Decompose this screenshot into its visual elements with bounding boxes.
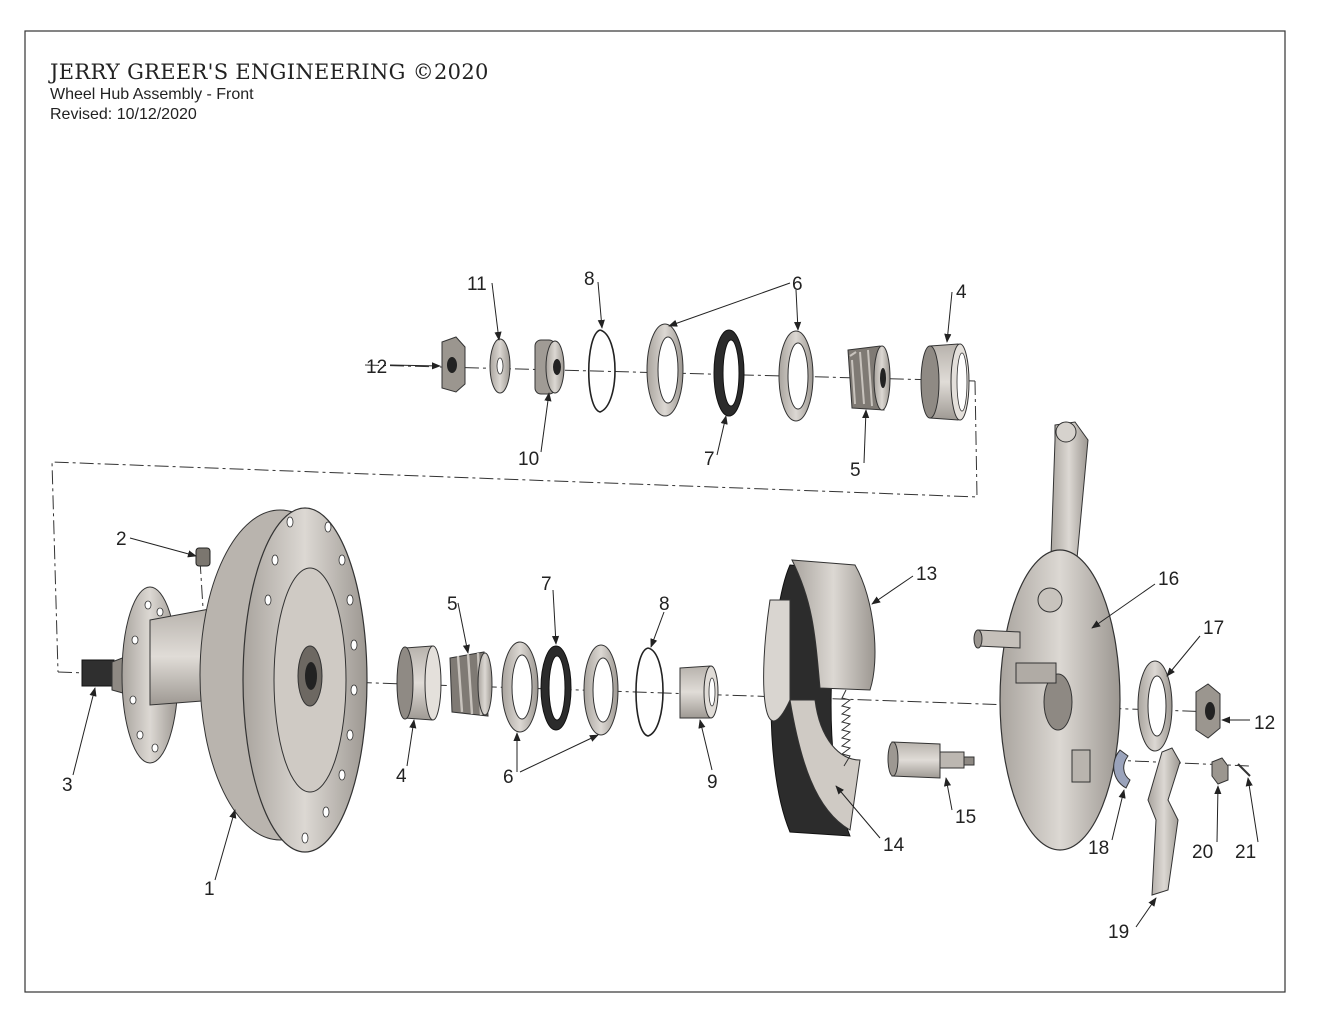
callout-8-upper: 8 xyxy=(584,269,595,290)
drawing-title: Wheel Hub Assembly - Front xyxy=(50,86,254,103)
company-title: JERRY GREER'S ENGINEERING ©2020 xyxy=(50,60,489,84)
bushing xyxy=(679,665,719,719)
hub-body xyxy=(111,507,368,853)
callout-21: 21 xyxy=(1235,842,1256,863)
brake-spring xyxy=(840,689,852,767)
brake-cam-shaft xyxy=(887,741,975,779)
callout-9: 9 xyxy=(707,772,718,793)
callout-11: 11 xyxy=(467,274,487,295)
bearing-cone-upper xyxy=(847,345,891,411)
callout-19: 19 xyxy=(1108,922,1129,943)
callout-5-lower: 5 xyxy=(447,594,458,615)
callout-17: 17 xyxy=(1203,618,1224,639)
grease-seal-upper xyxy=(713,329,745,417)
small-nut xyxy=(1211,757,1229,785)
spacer-ring-lower-1 xyxy=(501,641,539,733)
sheet-border xyxy=(24,30,1286,993)
title-block: JERRY GREER'S ENGINEERING ©2020 Wheel Hu… xyxy=(50,60,489,124)
brake-lever xyxy=(1147,747,1181,896)
spacer-ring-lower-2 xyxy=(583,644,619,736)
callout-12-lower: 12 xyxy=(1254,713,1275,734)
grease-fitting xyxy=(195,547,211,567)
retaining-clip xyxy=(1113,749,1131,789)
callout-6-upper: 6 xyxy=(792,274,803,295)
bearing-cup-upper xyxy=(920,343,970,421)
callout-6-lower: 6 xyxy=(503,767,514,788)
callout-12-upper: 12 xyxy=(366,357,387,378)
revision-date: Revised: 10/12/2020 xyxy=(50,106,197,123)
spacer-ring-upper-2 xyxy=(778,330,814,422)
brake-backing-plate xyxy=(973,421,1121,851)
callout-18: 18 xyxy=(1088,838,1109,859)
callout-1: 1 xyxy=(204,879,215,900)
lock-washer-upper xyxy=(489,338,511,394)
callout-3: 3 xyxy=(62,775,73,796)
adjusting-nut xyxy=(534,339,565,395)
bearing-cone-lower xyxy=(449,651,493,717)
callout-15: 15 xyxy=(955,807,976,828)
callout-16: 16 xyxy=(1158,569,1179,590)
snap-ring-lower xyxy=(635,647,664,737)
callout-labels: 12 11 10 8 6 7 5 4 2 3 1 4 5 7 6 8 9 13 … xyxy=(62,269,1275,943)
callout-5-upper: 5 xyxy=(850,460,861,481)
callout-2: 2 xyxy=(116,529,127,550)
callout-10: 10 xyxy=(518,449,539,470)
grease-seal-lower xyxy=(540,645,572,731)
lock-plate xyxy=(1137,660,1173,752)
callout-7-upper: 7 xyxy=(704,449,715,470)
bearing-cup-lower xyxy=(396,645,442,721)
snap-ring-upper xyxy=(588,329,616,413)
hex-nut-upper xyxy=(441,336,466,393)
hex-nut-lower xyxy=(1195,683,1221,739)
axle-stud xyxy=(81,659,115,687)
callout-14: 14 xyxy=(883,835,905,856)
brake-shoe-assembly xyxy=(763,559,876,837)
spacer-ring-upper-1 xyxy=(646,323,684,417)
callout-4-lower: 4 xyxy=(396,766,407,787)
cotter-pin xyxy=(1237,763,1251,777)
callout-4-upper: 4 xyxy=(956,282,967,303)
callout-7-lower: 7 xyxy=(541,574,552,595)
callout-20: 20 xyxy=(1192,842,1213,863)
leader-lines xyxy=(72,281,1259,928)
callout-13: 13 xyxy=(916,564,937,585)
callout-8-lower: 8 xyxy=(659,594,670,615)
